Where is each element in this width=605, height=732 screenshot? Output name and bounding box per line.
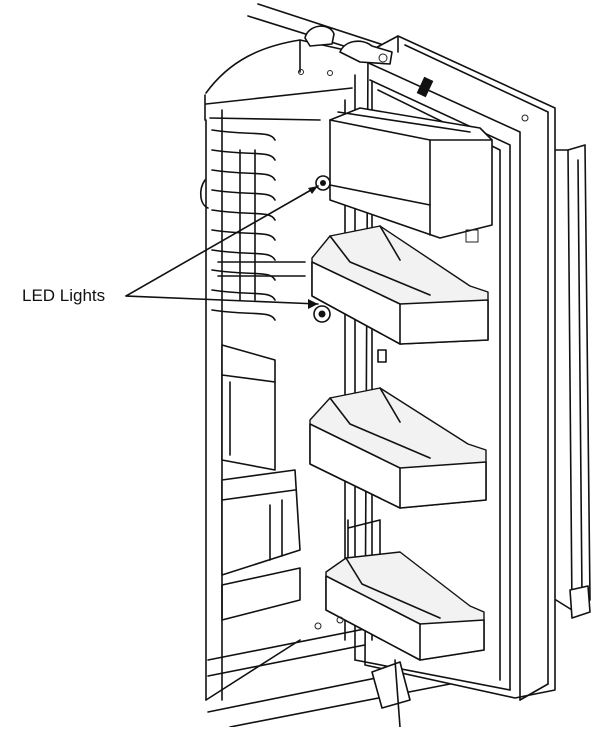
crisper-drawers [221, 344, 301, 621]
led-lights-label: LED Lights [22, 286, 106, 305]
leader-line-upper [125, 185, 319, 297]
led-light-upper [315, 175, 331, 191]
led-light-lower [313, 305, 331, 323]
door-bin-middle [309, 387, 487, 561]
door-handle [555, 144, 591, 619]
door-bin-upper [311, 225, 489, 345]
door-hinge [339, 40, 393, 65]
dairy-compartment [329, 107, 493, 243]
interior-shelves [199, 117, 321, 321]
door-bottom-hinge [371, 659, 411, 728]
arrowhead-lower [308, 299, 318, 309]
door-bin-lower [314, 551, 485, 661]
door-liner-clip [377, 349, 387, 363]
arrowhead-upper [308, 186, 318, 194]
callout-leader-lines [125, 185, 319, 309]
leader-line-lower [125, 295, 319, 305]
